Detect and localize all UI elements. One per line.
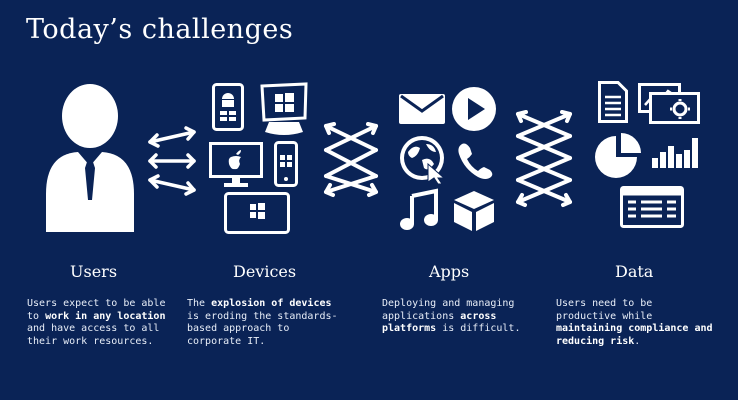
data-heading: Data — [615, 262, 654, 281]
apple-monitor-icon — [209, 142, 263, 187]
devices-desc-text: The — [187, 298, 212, 309]
music-icon — [400, 188, 438, 230]
phone-icon — [458, 143, 493, 179]
users-heading: Users — [70, 262, 118, 281]
windows-tablet-icon — [224, 192, 290, 234]
devices-desc-emphasis: explosion of devices — [211, 298, 332, 309]
apps-description: Deploying and managing applications acro… — [382, 298, 524, 336]
users-desc-emphasis: work in any location — [45, 310, 166, 322]
data-desc-text: Users need to be productive while — [556, 298, 653, 322]
globe-icon — [400, 136, 446, 185]
box-icon — [454, 191, 494, 231]
mail-icon — [399, 94, 445, 124]
pie-chart-icon — [595, 133, 641, 178]
android-tablet-icon — [212, 83, 244, 131]
crossing-arrows-icon — [516, 110, 572, 207]
apps-desc-emphasis: across platforms — [382, 310, 497, 335]
windows-laptop-icon — [260, 82, 308, 135]
devices-heading: Devices — [233, 262, 297, 281]
users-description: Users expect to be able to work in any l… — [27, 298, 175, 348]
users-desc-text: and have access to all their work resour… — [27, 323, 160, 347]
double-arrows-icon — [148, 126, 196, 196]
data-desc-emphasis: maintaining compliance and reducing risk — [556, 323, 713, 347]
play-icon — [452, 87, 496, 131]
data-description: Users need to be productive while mainta… — [556, 298, 718, 348]
devices-description: The explosion of devices is eroding the … — [187, 298, 349, 348]
dashboard-icon — [638, 83, 700, 124]
apps-desc-text: is difficult. — [436, 323, 521, 334]
bar-chart-icon — [652, 138, 698, 168]
user-icon — [46, 84, 134, 232]
apps-desc-text: Deploying and managing applications — [382, 298, 515, 322]
data-desc-text: . — [634, 335, 641, 347]
windows-phone-icon — [274, 141, 298, 187]
crossing-arrows-icon — [324, 122, 378, 197]
apps-heading: Apps — [429, 262, 470, 281]
document-icon — [598, 81, 628, 123]
table-icon — [620, 186, 684, 228]
slide-title: Today’s challenges — [26, 14, 294, 45]
users-desc-text: Users expect to be able to — [27, 298, 166, 322]
devices-desc-text: is eroding the standards-based approach … — [187, 310, 338, 347]
